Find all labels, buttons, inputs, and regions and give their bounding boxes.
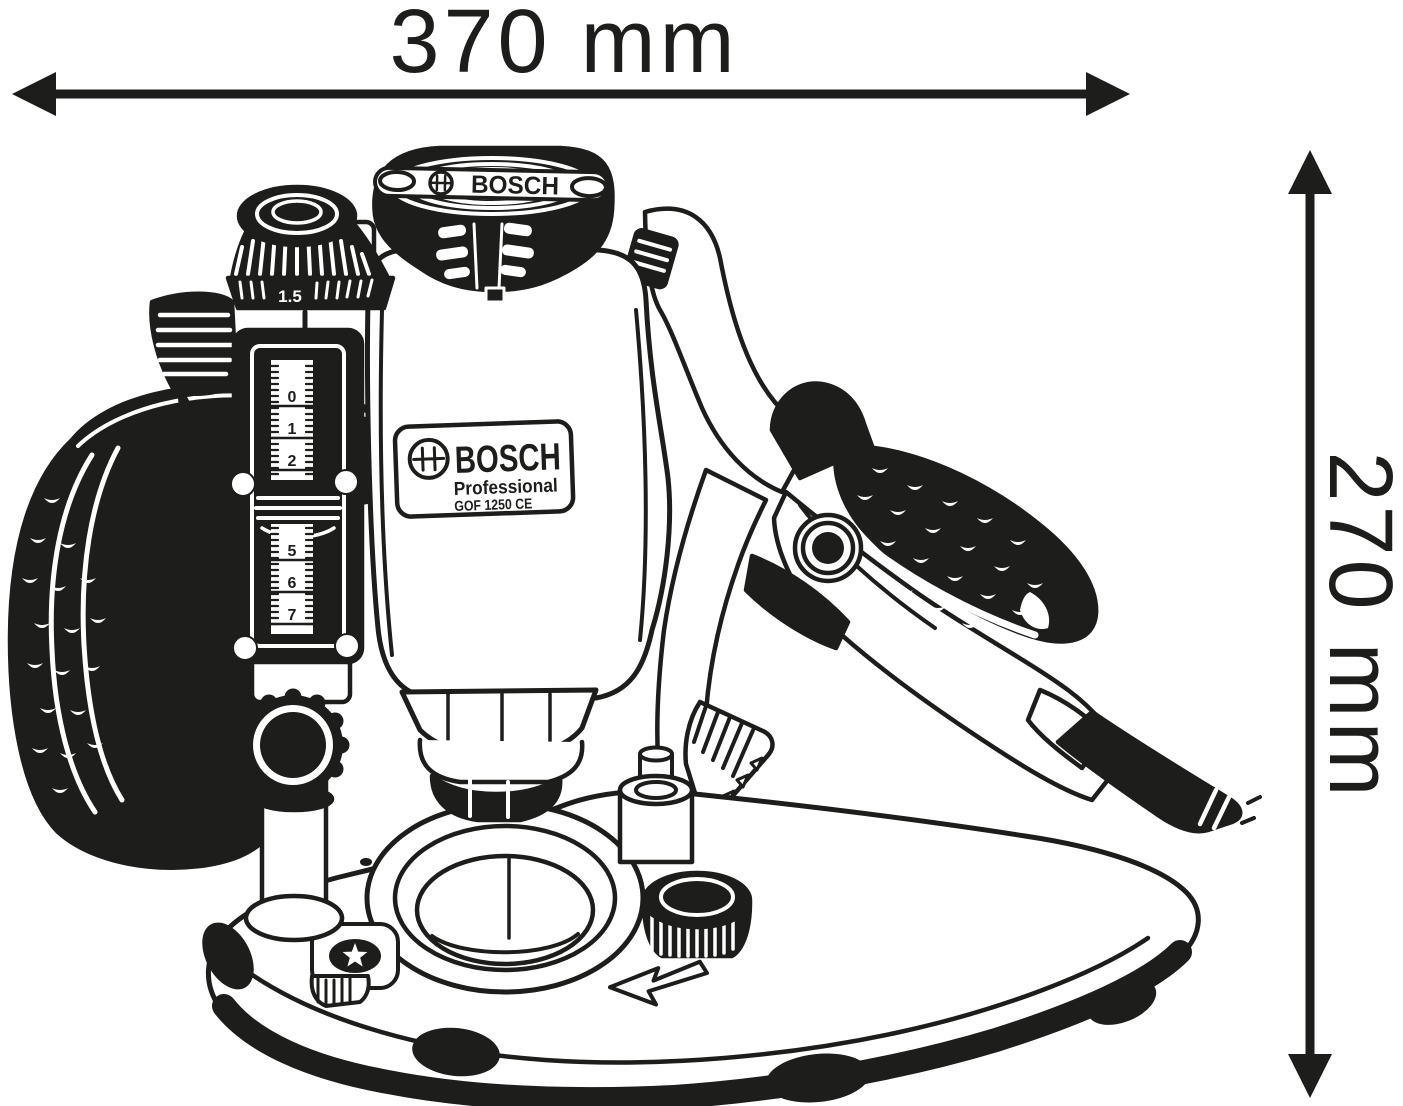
arrowhead-left-icon	[12, 72, 56, 116]
nameplate-armature-icon	[412, 446, 446, 472]
vertical-dimension: 270 mm	[1288, 150, 1403, 1098]
trigger-lever	[743, 553, 851, 651]
power-button-center	[812, 532, 844, 564]
scale-number-0: 0	[288, 389, 297, 406]
grip-pad-outline-outer	[48, 452, 98, 815]
speed-dial: 1.5	[225, 184, 396, 337]
boot-segments	[1197, 787, 1232, 831]
plunge-column	[236, 688, 350, 943]
upper-scale-lines	[269, 404, 315, 472]
spindle-collar	[417, 737, 585, 785]
grip-teardrop-hole	[1020, 592, 1050, 630]
lower-scale-lines	[269, 558, 315, 626]
nameplate-model: GOF 1250 CE	[454, 496, 533, 515]
fine-adjust-star-wheel	[309, 922, 400, 1008]
base-screw-dot	[360, 858, 372, 866]
adjuster-ridges	[692, 704, 756, 778]
horizontal-dimension: 370 mm	[12, 0, 1130, 116]
grip-channel	[856, 536, 1039, 639]
base-foot-left	[202, 922, 254, 990]
nameplate-roundel-icon	[407, 437, 450, 480]
grip-pad-outline-inner	[80, 445, 125, 803]
clamp-knob-center	[260, 712, 326, 778]
power-button-ring	[800, 520, 856, 576]
base-foot-right	[1087, 979, 1157, 1025]
cap-brand-band: BOSCH	[373, 165, 610, 203]
band-screw-right	[569, 176, 608, 199]
arrowhead-right-icon	[1086, 72, 1130, 116]
base-step-line	[245, 935, 1151, 1065]
scale-number-7: 7	[288, 607, 297, 624]
column-boss	[243, 893, 345, 943]
base-clamp-knob	[641, 870, 753, 959]
arrowhead-up-icon	[1288, 150, 1332, 194]
band-screw-left	[378, 170, 417, 193]
cap-vents	[436, 222, 534, 280]
collet-nut	[429, 773, 563, 823]
star-knurl-wheel	[309, 974, 371, 1008]
gauge-window	[250, 344, 346, 648]
cap-bottom-tab	[484, 286, 506, 304]
base-opening	[414, 853, 596, 967]
knob-knurl	[650, 908, 735, 958]
depth-stop-turret	[617, 745, 695, 865]
turret-rod-top	[638, 745, 674, 763]
collet-assembly	[399, 687, 599, 823]
scale-number-1: 1	[288, 421, 297, 438]
width-dimension-label: 370 mm	[389, 0, 738, 92]
right-handle	[743, 381, 1262, 834]
dial-scale-ticks	[238, 278, 374, 300]
depth-gauge: 0 1 2 5 6 7	[230, 327, 365, 705]
turret-top	[617, 773, 695, 807]
scale-strip-lower	[271, 524, 313, 634]
cap-center-divider	[472, 222, 504, 290]
boot-end-ticks	[1240, 795, 1262, 825]
nameplate-brand: BOSCH	[454, 436, 561, 482]
star-knurl-ridges	[316, 976, 352, 1007]
base-rim	[212, 940, 1192, 1106]
clamp-knob	[236, 688, 350, 802]
power-cable	[1025, 687, 1262, 834]
nameplate: BOSCH Professional GOF 1250 CE	[392, 419, 576, 519]
direction-arrow-engraving	[607, 959, 710, 1007]
cone-facets	[446, 692, 552, 752]
base-foot-front	[412, 1027, 500, 1077]
knob-top-ring	[659, 877, 735, 917]
scale-number-2: 2	[288, 453, 297, 470]
scale-number-5: 5	[288, 543, 297, 560]
scale-slider	[254, 496, 342, 520]
arrowhead-down-icon	[1288, 1054, 1332, 1098]
dial-scale-band	[225, 275, 396, 311]
base-foot-bottom	[766, 1053, 870, 1103]
cap-brand-text: BOSCH	[471, 171, 560, 201]
dial-top-ring	[255, 193, 339, 235]
bosch-armature-icon	[429, 174, 453, 192]
scale-number-6: 6	[288, 575, 297, 592]
turret-top-inner	[634, 780, 678, 800]
base-boss-ring	[392, 823, 618, 973]
star-icon	[342, 943, 368, 967]
gauge-screws	[230, 469, 360, 661]
router-illustration: BOSCH 1.5 0 1 2	[7, 145, 1262, 1106]
lever-ribs	[155, 312, 234, 377]
speed-dial-value: 1.5	[278, 287, 302, 306]
base-assembly	[202, 745, 1201, 1106]
collet-slits	[468, 778, 510, 819]
lower-scale-ticks	[269, 526, 315, 626]
nameplate-line: Professional	[453, 475, 558, 500]
dial-knurl-ridges	[234, 227, 371, 276]
cable-boot	[1055, 709, 1243, 834]
opening-inner-arc	[430, 932, 580, 955]
height-dimension-label: 270 mm	[1310, 451, 1403, 800]
dial-center-hole	[271, 199, 323, 225]
